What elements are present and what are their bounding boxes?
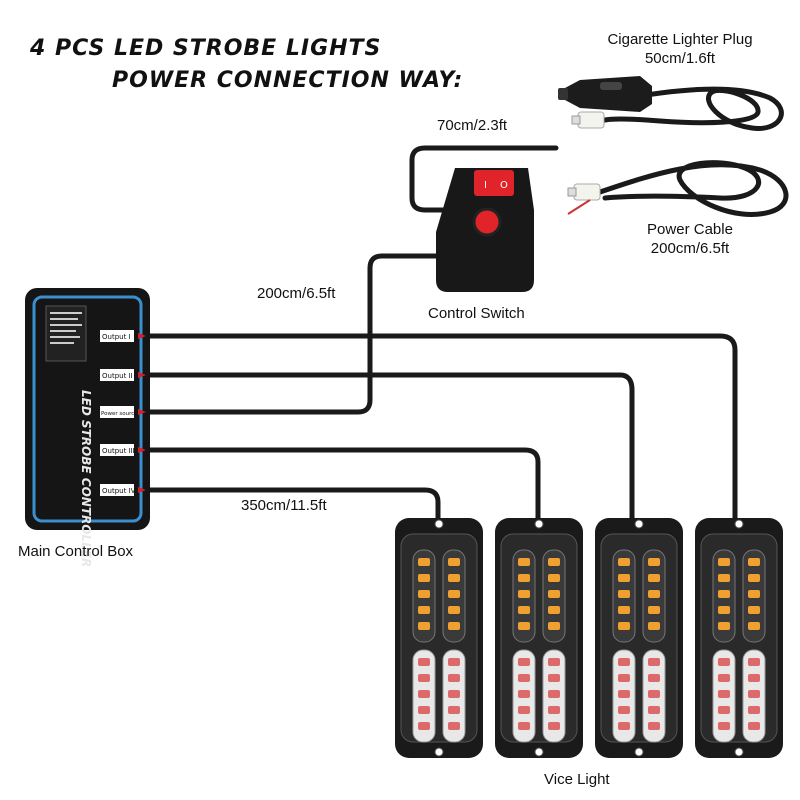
- main-control-box: LED STROBE CONTROLLER: [25, 288, 150, 567]
- port-output-2: Output II: [102, 372, 133, 380]
- cigarette-cable-connector: [571, 111, 605, 129]
- cable-output-4: [145, 487, 441, 523]
- cigarette-plug-length: 50cm/1.6ft: [644, 50, 716, 67]
- cable-output-1: [145, 333, 738, 523]
- cigarette-lighter-plug: [558, 76, 652, 112]
- light-cable-length: 350cm/11.5ft: [241, 497, 327, 514]
- cable-output-3: [145, 447, 541, 523]
- controller-ports: Output I Output II Power source Output I…: [100, 330, 138, 496]
- switch-on-symbol: I: [484, 180, 487, 191]
- cable-output-2: [145, 372, 635, 523]
- title-line-1: 4 PCS LED STROBE LIGHTS: [30, 36, 382, 61]
- power-cable-label: Power Cable: [647, 221, 733, 238]
- switch-cable-length: 70cm/2.3ft: [437, 117, 508, 134]
- cable-power: [597, 160, 789, 217]
- vice-light: [495, 518, 583, 758]
- cable-power-source: [145, 253, 473, 415]
- port-output-3: Output III: [102, 447, 135, 455]
- cable-cigarette: [602, 86, 784, 131]
- power-cable-connector: [567, 183, 601, 215]
- port-power-source: Power source: [101, 411, 138, 417]
- switch-off-symbol: O: [500, 180, 508, 191]
- vice-light: [695, 518, 783, 758]
- port-output-4: Output IV: [102, 487, 136, 495]
- control-switch-label: Control Switch: [428, 305, 525, 322]
- vice-light-label: Vice Light: [544, 771, 610, 788]
- cigarette-plug-label: Cigarette Lighter Plug: [607, 31, 753, 48]
- vice-light: [595, 518, 683, 758]
- controller-name: LED STROBE CONTROLLER: [79, 390, 93, 567]
- cable-switch: [409, 145, 559, 213]
- power-cable-length: 200cm/6.5ft: [650, 240, 730, 257]
- control-cable-length: 200cm/6.5ft: [257, 285, 336, 302]
- vice-light: [395, 518, 483, 758]
- port-output-1: Output I: [102, 333, 131, 341]
- title-line-2: POWER CONNECTION WAY:: [112, 68, 464, 93]
- main-control-box-label: Main Control Box: [18, 543, 134, 560]
- control-switch: I O: [436, 168, 534, 292]
- vice-lights: [395, 518, 783, 758]
